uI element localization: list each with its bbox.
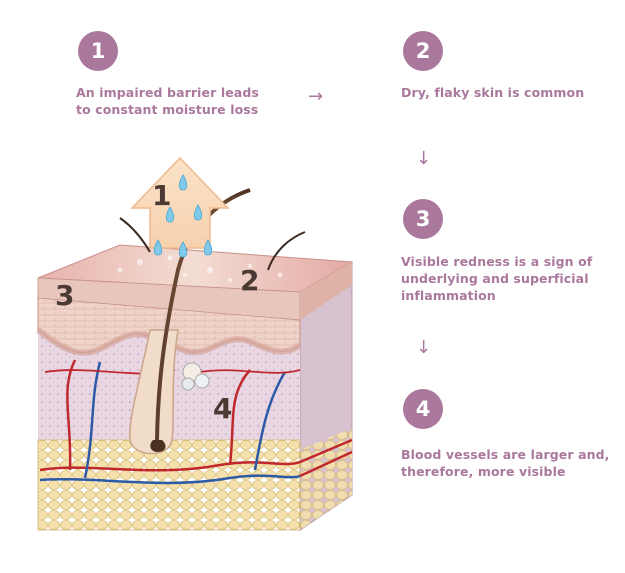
diagram-label-4: 4 [213, 392, 232, 425]
water-droplets [153, 174, 213, 258]
step-1-caption: An impaired barrier leads to constant mo… [76, 84, 259, 118]
diagram-label-2: 2 [240, 264, 259, 297]
step-4-badge: 4 [403, 389, 443, 429]
step-2-line-1: Dry, flaky skin is common [401, 85, 585, 100]
hair-follicle [129, 329, 179, 455]
step-1-line-2: to constant moisture loss [76, 102, 259, 117]
arrow-right-icon: → [308, 86, 324, 107]
diagram-label-3: 3 [55, 279, 74, 312]
step-4-number: 4 [415, 397, 431, 421]
diagram-label-1: 1 [152, 179, 171, 212]
arrow-down-icon: ↓ [416, 148, 432, 169]
step-3-caption: Visible redness is a sign of underlying … [401, 253, 592, 304]
step-2-badge: 2 [403, 31, 443, 71]
step-1-number: 1 [90, 39, 106, 63]
step-1-badge: 1 [78, 31, 118, 71]
step-3-line-2: underlying and superficial [401, 271, 589, 286]
step-2-number: 2 [415, 39, 431, 63]
arrow-down-icon: ↓ [416, 337, 432, 358]
moisture-loss-arrow [130, 156, 230, 249]
step-3-number: 3 [415, 207, 431, 231]
step-4-line-2: therefore, more visible [401, 464, 566, 479]
fat-layer [38, 440, 300, 530]
step-3-line-1: Visible redness is a sign of [401, 254, 593, 269]
step-3-badge: 3 [403, 199, 443, 239]
step-4-line-1: Blood vessels are larger and, [401, 447, 610, 462]
sebaceous-gland [181, 362, 210, 391]
step-1-line-1: An impaired barrier leads [76, 85, 259, 100]
blood-vessels [39, 359, 353, 485]
step-2-caption: Dry, flaky skin is common [401, 84, 584, 101]
step-3-line-3: inflammation [401, 288, 496, 303]
skin-cross-section-illustration: 1 2 3 4 [36, 156, 354, 531]
step-4-caption: Blood vessels are larger and, therefore,… [401, 446, 610, 480]
